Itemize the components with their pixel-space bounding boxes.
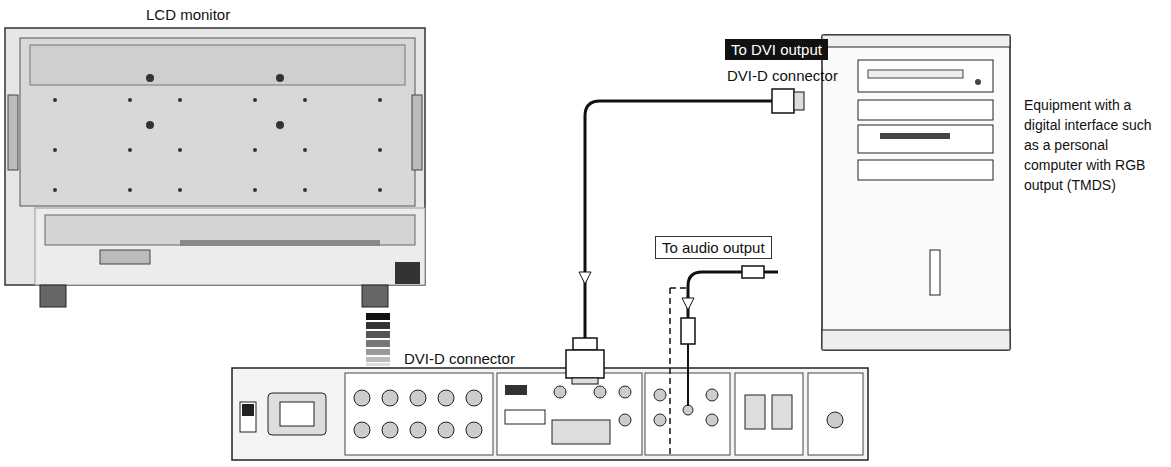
terminal-panel [232,368,868,460]
device-description-wrap: Equipment with a digital interface such … [1024,95,1166,195]
audio-cable [670,266,778,458]
dvi-cable [566,89,804,384]
connector-label: DVI-D connector [404,349,515,369]
zoom-wedge [366,313,390,366]
port-callout: To audio output [655,236,772,259]
connector-label: DVI-D connector [727,66,838,86]
callout-text: To DVI output [731,40,822,59]
connector-label-wrap: DVI-D connector [727,66,838,86]
port-callout: To DVI output [725,39,828,60]
monitor-illustration [5,28,425,307]
device-description: Equipment with a digital interface such … [1024,95,1166,195]
connector-label-wrap: DVI-D connector [404,349,515,369]
pc-tower-illustration [822,35,1010,350]
device-label: LCD monitor [146,5,230,25]
callout-text: To audio output [662,238,765,257]
device-label-wrap: LCD monitor [146,5,230,25]
